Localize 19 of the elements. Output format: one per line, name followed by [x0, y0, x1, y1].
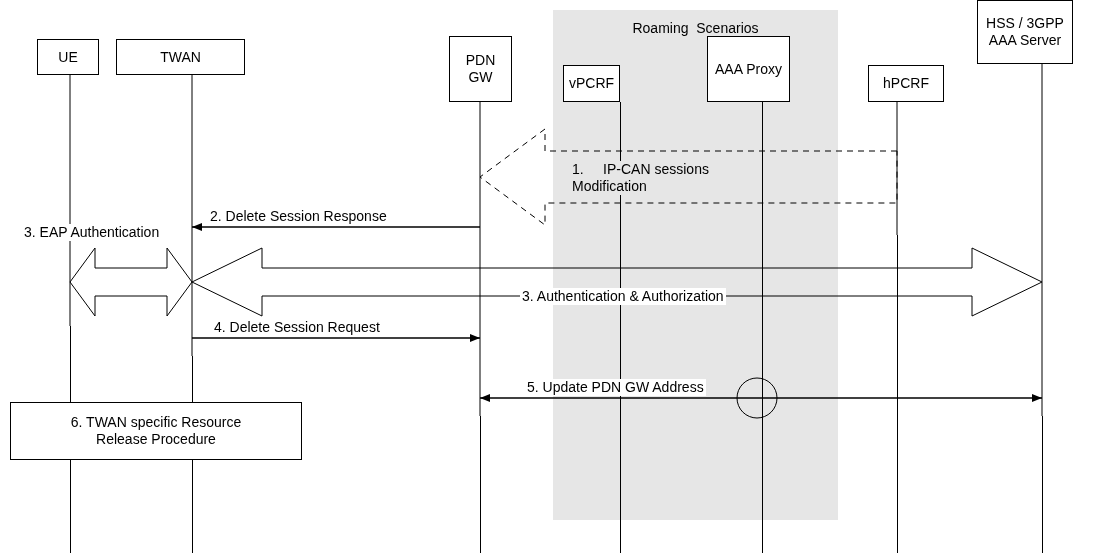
block-arrow	[479, 128, 898, 226]
procedure-box: 6. TWAN specific Resource Release Procedure	[10, 402, 302, 460]
block-arrow	[69, 247, 193, 317]
region-title: Roaming Scenarios	[631, 20, 760, 36]
edge-label: 3. Authentication & Authorization	[520, 288, 726, 305]
edge-label: 4. Delete Session Request	[212, 319, 382, 336]
arrow	[479, 394, 1043, 402]
participant-box: AAA Proxy	[707, 36, 790, 102]
edge-label: 3. EAP Authentication	[22, 224, 162, 241]
participant-box: vPCRF	[563, 65, 620, 102]
arrow	[191, 223, 481, 231]
participant-box: HSS / 3GPP AAA Server	[977, 0, 1073, 64]
participant-box: PDN GW	[449, 36, 512, 102]
participant-box: TWAN	[116, 39, 245, 75]
edge-label: 2. Delete Session Response	[208, 208, 389, 225]
participant-box: hPCRF	[868, 65, 944, 102]
participant-box: UE	[37, 39, 99, 75]
edge-label: 5. Update PDN GW Address	[525, 379, 706, 396]
arrow	[191, 334, 481, 342]
